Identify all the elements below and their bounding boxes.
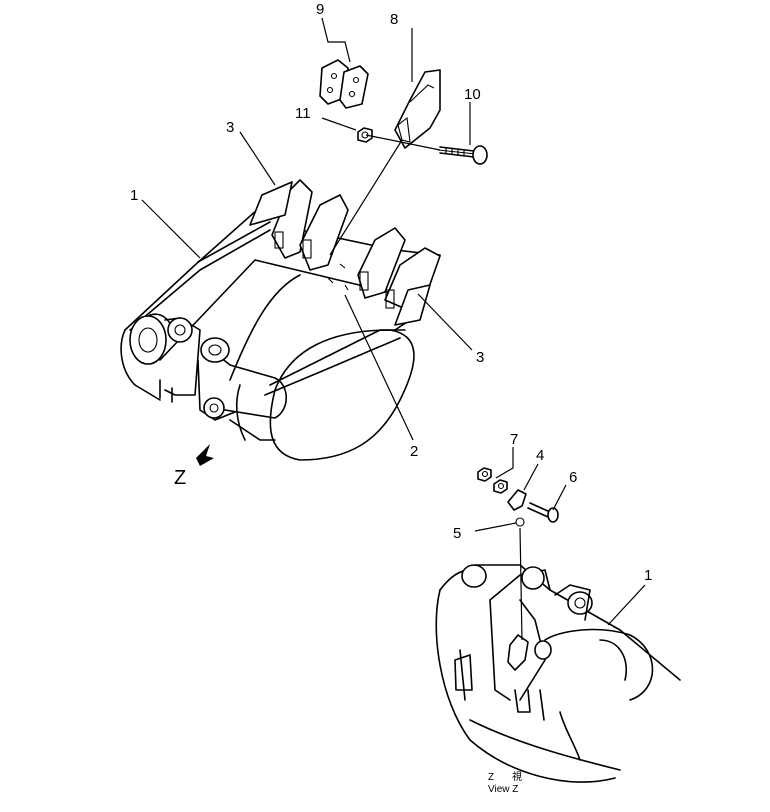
bucket-assembly [120, 179, 441, 461]
bolt-6 [527, 502, 559, 523]
nut-11 [357, 127, 373, 143]
view-arrow [196, 444, 214, 466]
leader-lines [141, 17, 646, 626]
callout-1-view-z: 1 [644, 567, 652, 584]
bucket-tooth [299, 194, 349, 271]
callout-4: 4 [536, 447, 544, 464]
callout-10: 10 [464, 86, 481, 103]
bucket-tooth [357, 227, 406, 299]
bolt-10 [437, 145, 488, 165]
callout-9: 9 [316, 1, 324, 18]
adapter-plates [319, 59, 369, 109]
side-cutter-left [249, 181, 293, 226]
callout-6: 6 [569, 469, 577, 486]
nuts-7 [477, 467, 508, 494]
tooth-exploded [394, 69, 441, 149]
callout-2: 2 [410, 443, 418, 460]
caption-view-kanji: 視 [512, 770, 522, 783]
view-z-assembly [435, 564, 681, 783]
callout-5: 5 [453, 525, 461, 542]
callout-11: 11 [295, 105, 311, 122]
callout-1: 1 [130, 187, 138, 204]
clip-4 [507, 489, 527, 511]
callout-3: 3 [226, 119, 234, 136]
caption-view-letter: Z [488, 772, 494, 783]
view-marker-z: Z [174, 467, 186, 489]
side-cutter-right [394, 284, 431, 326]
washer-5 [515, 517, 525, 527]
callout-3-right: 3 [476, 349, 484, 366]
caption-view-z: View Z [488, 784, 518, 795]
callout-8: 8 [390, 11, 398, 28]
callout-7: 7 [510, 431, 518, 448]
